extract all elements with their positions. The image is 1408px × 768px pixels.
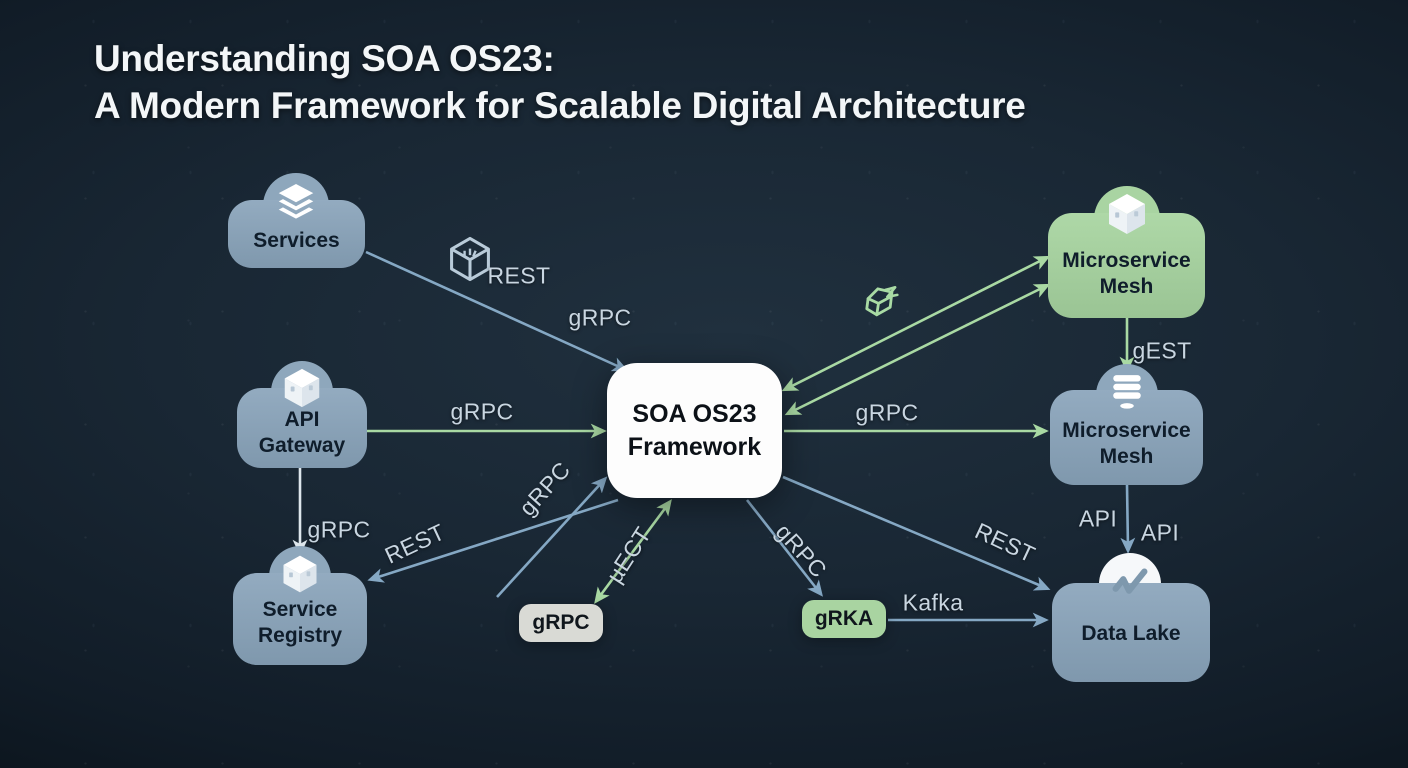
rest-cube-icon: [444, 233, 496, 285]
title-line-2: A Modern Framework for Scalable Digital …: [94, 84, 1026, 126]
node-data-lake-label: Data Lake: [1081, 621, 1181, 645]
node-mesh-blue: Microservice Mesh: [1050, 390, 1203, 485]
node-framework-label: SOA OS23 Framework: [627, 400, 762, 461]
node-mesh-green-label: Microservice Mesh: [1062, 248, 1191, 298]
page-title: Understanding SOA OS23: A Modern Framewo…: [94, 36, 1026, 129]
edge-framework-datalake-rest: [782, 475, 1051, 591]
edge-services-framework: [365, 250, 629, 372]
node-data-lake: Data Lake: [1052, 583, 1210, 682]
node-services: Services: [228, 200, 365, 268]
database-icon: [1105, 370, 1149, 414]
edge-meshblue-datalake-api: [1120, 484, 1136, 554]
node-api-gateway-label: API Gateway: [258, 408, 346, 457]
trend-check-icon: [1107, 561, 1153, 607]
cube-icon: [279, 365, 325, 411]
grka-pill: gRKA: [802, 600, 886, 638]
cube-icon: [278, 552, 322, 596]
node-mesh-blue-label: Microservice Mesh: [1062, 418, 1191, 468]
node-framework: SOA OS23 Framework: [607, 363, 782, 498]
title-line-1: Understanding SOA OS23:: [94, 38, 555, 79]
edge-registry-framework-grpc: [496, 476, 608, 598]
layers-icon: [273, 179, 319, 225]
cube-icon: [1103, 190, 1151, 238]
node-service-registry-label: Service Registry: [257, 598, 343, 647]
edge-framework-registry-rest: [367, 498, 619, 583]
sketch-cube-icon: [854, 278, 906, 330]
grpc-pill: gRPC: [519, 604, 603, 642]
node-service-registry: Service Registry: [233, 573, 367, 665]
node-services-label: Services: [253, 229, 340, 253]
edge-framework-grka: [745, 499, 823, 597]
edge-framework-meshgreen-b: [784, 283, 1051, 416]
edge-uect-bidirectional: [594, 499, 672, 604]
